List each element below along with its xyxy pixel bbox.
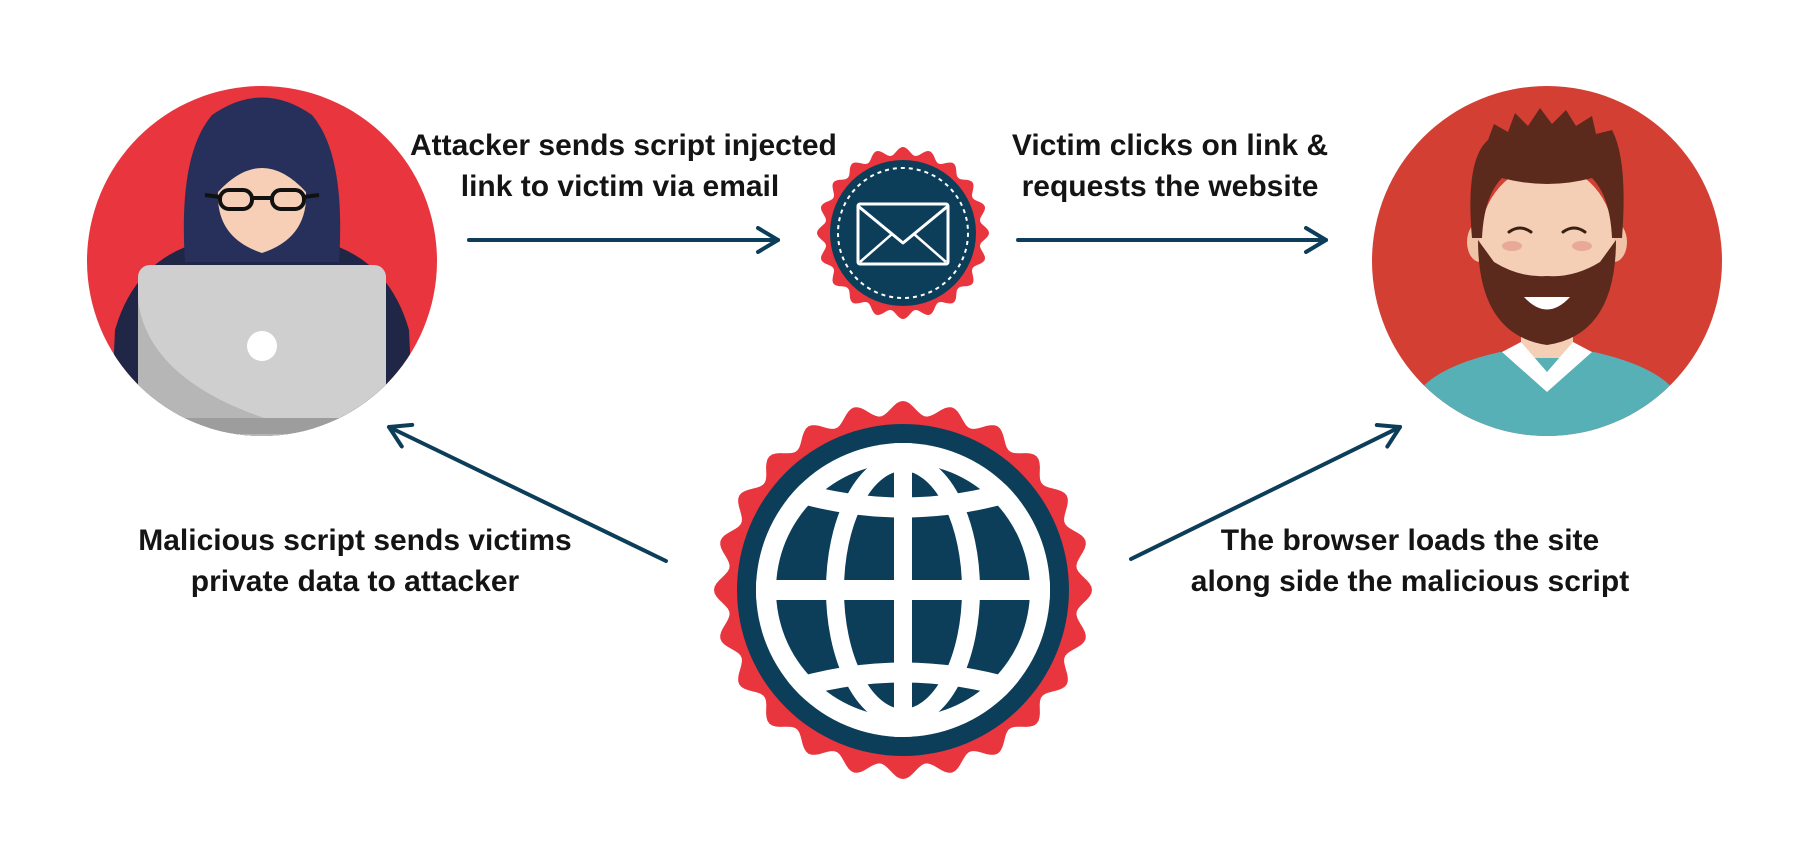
laptop-icon [128, 265, 396, 436]
step-label-line: link to victim via email [460, 170, 780, 203]
attacker-avatar [87, 86, 437, 436]
step-label-line: Attacker sends script injected [410, 129, 837, 162]
step-label-line: Malicious script sends victims [138, 524, 572, 557]
step-label-send-data: Malicious script sends victims private d… [130, 520, 580, 602]
step-label-line: requests the website [1021, 170, 1319, 203]
email-badge [817, 147, 989, 319]
step-label-line: along side the malicious script [1190, 565, 1630, 598]
bearded-man-icon [1408, 108, 1686, 436]
envelope-icon [856, 202, 950, 266]
smile [1524, 297, 1570, 310]
step-label-request-website: Victim clicks on link & requests the web… [990, 125, 1350, 207]
arrow-website-to-attacker [387, 422, 668, 563]
hooded-hacker-icon [110, 97, 414, 436]
victim-avatar [1372, 86, 1722, 436]
globe-icon [756, 443, 1050, 737]
step-label-send-email: Attacker sends script injected link to v… [410, 125, 837, 207]
arrow-website-to-victim [1129, 423, 1402, 561]
website-badge [714, 401, 1092, 779]
step-label-line: Victim clicks on link & [1011, 129, 1329, 162]
laptop-logo [247, 331, 277, 361]
step-label-line: private data to attacker [190, 565, 520, 598]
step-label-line: The browser loads the site [1220, 524, 1600, 557]
step-label-load-site: The browser loads the site along side th… [1180, 520, 1640, 602]
